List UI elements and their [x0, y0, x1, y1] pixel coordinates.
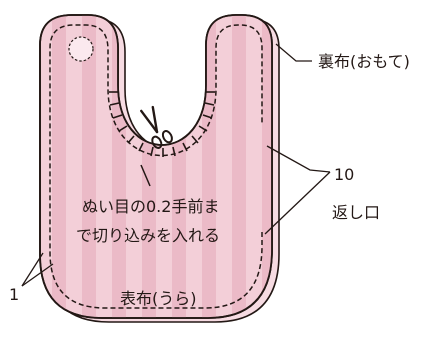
back-fabric-leader	[275, 43, 312, 62]
back-fabric-label: 裏布(おもて)	[318, 52, 410, 71]
snap-button-circle	[68, 36, 94, 62]
clip-note-leader	[140, 164, 151, 187]
scissors-icon	[140, 105, 173, 149]
return-opening-label: 返し口	[332, 203, 380, 222]
front-fabric-outline	[39, 14, 273, 319]
margin-value: 1	[9, 285, 19, 304]
stitch-line	[49, 24, 263, 309]
margin-leader-outer	[21, 252, 44, 287]
seam-allowance-leader-lower	[264, 171, 331, 235]
clip-note-line1: ぬい目の0.2手前ま	[82, 197, 219, 216]
front-fabric-label: 表布(うら)	[120, 289, 197, 308]
clip-note-line2: で切り込みを入れる	[76, 226, 220, 245]
seam-allowance-leader-upper	[266, 145, 331, 173]
clip-notches	[109, 91, 215, 157]
seam-allowance-value: 10	[334, 165, 354, 184]
margin-leader-inner	[21, 263, 54, 287]
